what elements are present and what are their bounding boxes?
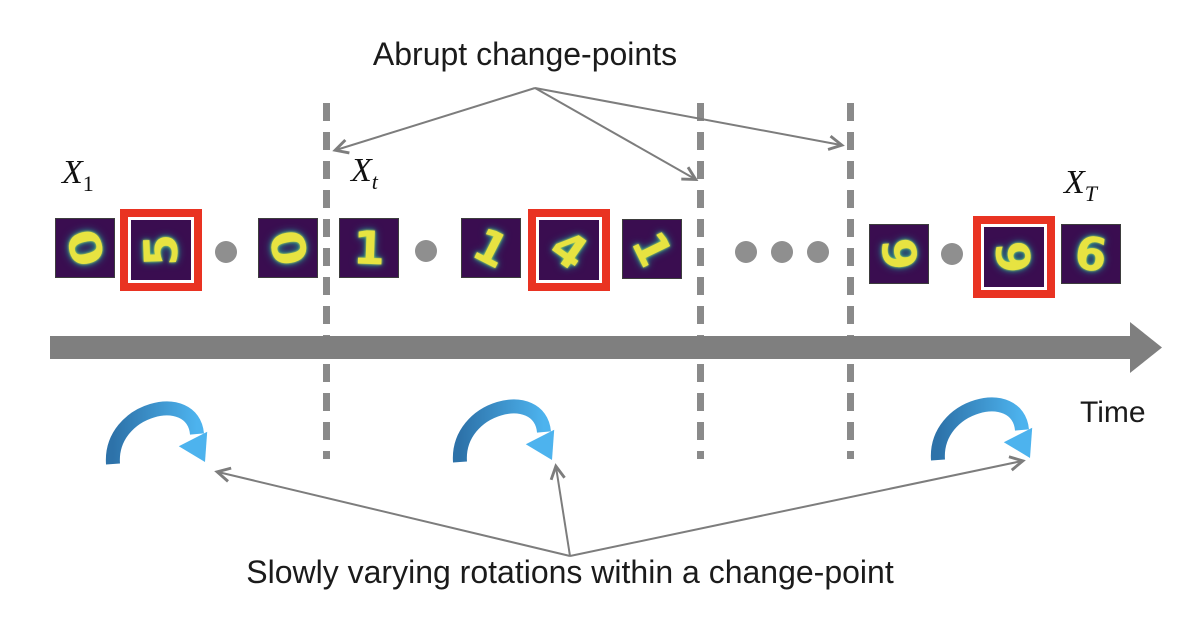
rotation-arrow-left xyxy=(214,466,571,557)
mnist-image-3: 0 xyxy=(258,218,318,278)
digit-glyph: 4 xyxy=(540,220,598,280)
mnist-image-4: 1 xyxy=(339,218,399,278)
slow-rotations-label: Slowly varying rotations within a change… xyxy=(246,554,894,590)
gap-dot xyxy=(941,243,963,265)
mnist-image-9-highlighted: 6 xyxy=(984,227,1044,287)
digit-glyph: 1 xyxy=(622,222,682,276)
xt-base: X xyxy=(351,152,372,189)
digit-glyph: 5 xyxy=(133,233,189,267)
rotation-arc-2 xyxy=(460,407,554,462)
ellipsis-dot xyxy=(771,241,793,263)
digit-glyph: 9 xyxy=(870,235,928,273)
mnist-image-5: 1 xyxy=(461,218,521,278)
digit-glyph: 1 xyxy=(464,218,518,278)
rotation-arc-3 xyxy=(938,405,1032,460)
changepoint-dividers xyxy=(323,103,854,459)
slow-rotation-arrows xyxy=(214,455,1026,557)
abrupt-arrow-right xyxy=(534,87,845,151)
mnist-image-10: 6 xyxy=(1061,224,1121,284)
abrupt-arrow-middle xyxy=(534,87,699,181)
rotation-arc-1 xyxy=(113,409,207,464)
gap-dot xyxy=(215,241,237,263)
x1-sub: 1 xyxy=(82,170,94,196)
time-axis-arrowhead xyxy=(1130,322,1162,373)
digit-glyph: 0 xyxy=(258,225,318,271)
gap-dot xyxy=(415,240,437,262)
abrupt-changepoint-arrows xyxy=(332,87,845,181)
abrupt-changepoints-label: Abrupt change-points xyxy=(372,36,678,72)
rotation-arrow-middle xyxy=(549,463,571,557)
digit-glyph: 6 xyxy=(1071,225,1111,283)
xt-sub: t xyxy=(371,168,378,194)
time-axis-arrow xyxy=(50,322,1162,373)
mnist-image-7: 1 xyxy=(622,219,682,279)
mnist-image-2-highlighted: 5 xyxy=(131,220,191,280)
ellipsis-dot xyxy=(807,241,829,263)
digit-glyph: 0 xyxy=(55,223,115,273)
mnist-image-6-highlighted: 4 xyxy=(539,220,599,280)
x1-base: X xyxy=(62,154,83,191)
xT-base: X xyxy=(1064,164,1085,201)
time-axis-label: Time xyxy=(1080,396,1146,429)
abrupt-arrow-left xyxy=(332,87,536,155)
xT-sub: T xyxy=(1084,180,1098,206)
sequence-label-xT: XT xyxy=(1064,164,1097,204)
rotation-arrow-right xyxy=(569,455,1026,557)
digit-glyph: 1 xyxy=(352,220,386,276)
digit-glyph: 6 xyxy=(985,238,1043,276)
mnist-image-1: 0 xyxy=(55,218,115,278)
time-axis-bar xyxy=(50,336,1132,359)
sequence-label-xt: Xt xyxy=(351,152,378,192)
ellipsis-dot xyxy=(735,241,757,263)
sequence-label-x1: X1 xyxy=(62,154,94,194)
mnist-image-8: 9 xyxy=(869,224,929,284)
